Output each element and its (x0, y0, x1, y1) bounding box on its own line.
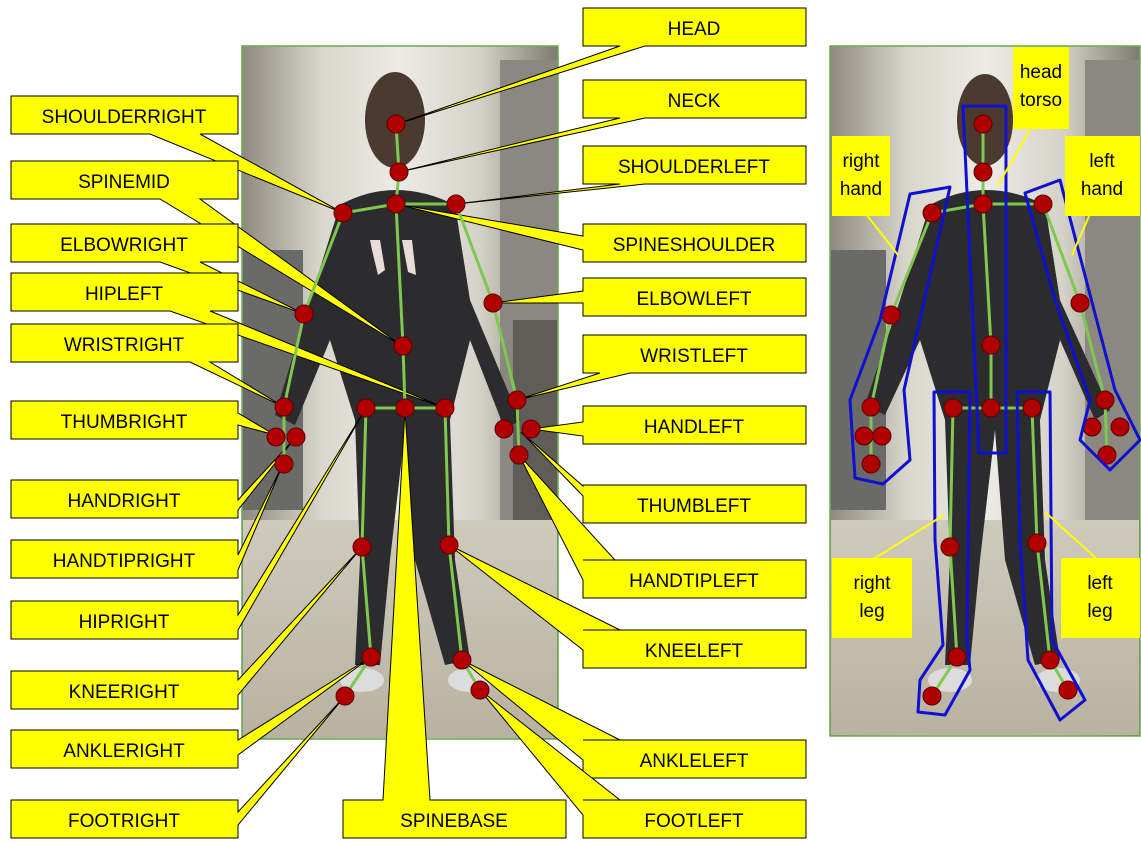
label-ankleleft: ANKLELEFT (640, 751, 749, 772)
label-neck: NECK (668, 91, 721, 112)
label-hipleft: HIPLEFT (85, 284, 164, 305)
label-handright: HANDRIGHT (68, 491, 181, 512)
label-wristleft: WRISTLEFT (640, 346, 748, 367)
label-wristright: WRISTRIGHT (64, 335, 185, 356)
label-thumbleft: THUMBLEFT (637, 496, 751, 517)
label-hipright: HIPRIGHT (79, 612, 170, 633)
label-kneeleft: KNEELEFT (645, 641, 744, 662)
label-elbowright: ELBOWRIGHT (60, 235, 188, 256)
group-label-left-leg-1: left (1087, 573, 1113, 594)
label-spinebase: SPINEBASE (400, 811, 508, 832)
label-thumbright: THUMBRIGHT (61, 412, 188, 433)
group-label-left-leg-2: leg (1087, 601, 1112, 622)
group-label-right-hand-2: hand (840, 179, 882, 200)
label-ankleright: ANKLERIGHT (63, 741, 185, 762)
label-handleft: HANDLEFT (644, 417, 745, 438)
label-spineshoulder: SPINESHOULDER (613, 235, 776, 256)
label-spinemid: SPINEMID (78, 172, 170, 193)
group-label-right-leg-2: leg (859, 601, 884, 622)
group-label-left-hand-2: hand (1081, 179, 1123, 200)
group-label-right-hand-1: right (843, 151, 881, 172)
label-shoulderleft: SHOULDERLEFT (618, 157, 770, 178)
callout-handleft: HANDLEFT (531, 406, 806, 444)
label-footleft: FOOTLEFT (644, 811, 744, 832)
callout-thumbright: THUMBRIGHT (11, 401, 275, 439)
label-shoulderright: SHOULDERRIGHT (42, 107, 207, 128)
label-handtipright: HANDTIPRIGHT (53, 551, 196, 572)
label-elbowleft: ELBOWLEFT (636, 289, 751, 310)
group-label-left-hand-1: left (1089, 151, 1115, 172)
group-label-right-leg-1: right (854, 573, 892, 594)
label-head: HEAD (668, 19, 721, 40)
group-label-head: head (1020, 62, 1062, 83)
label-handtipleft: HANDTIPLEFT (629, 571, 759, 592)
callout-wristleft: WRISTLEFT (517, 335, 806, 400)
label-kneeright: KNEERIGHT (69, 682, 180, 703)
group-label-torso: torso (1020, 90, 1062, 111)
callout-handtipleft: HANDTIPLEFT (519, 455, 806, 598)
label-footright: FOOTRIGHT (68, 811, 180, 832)
